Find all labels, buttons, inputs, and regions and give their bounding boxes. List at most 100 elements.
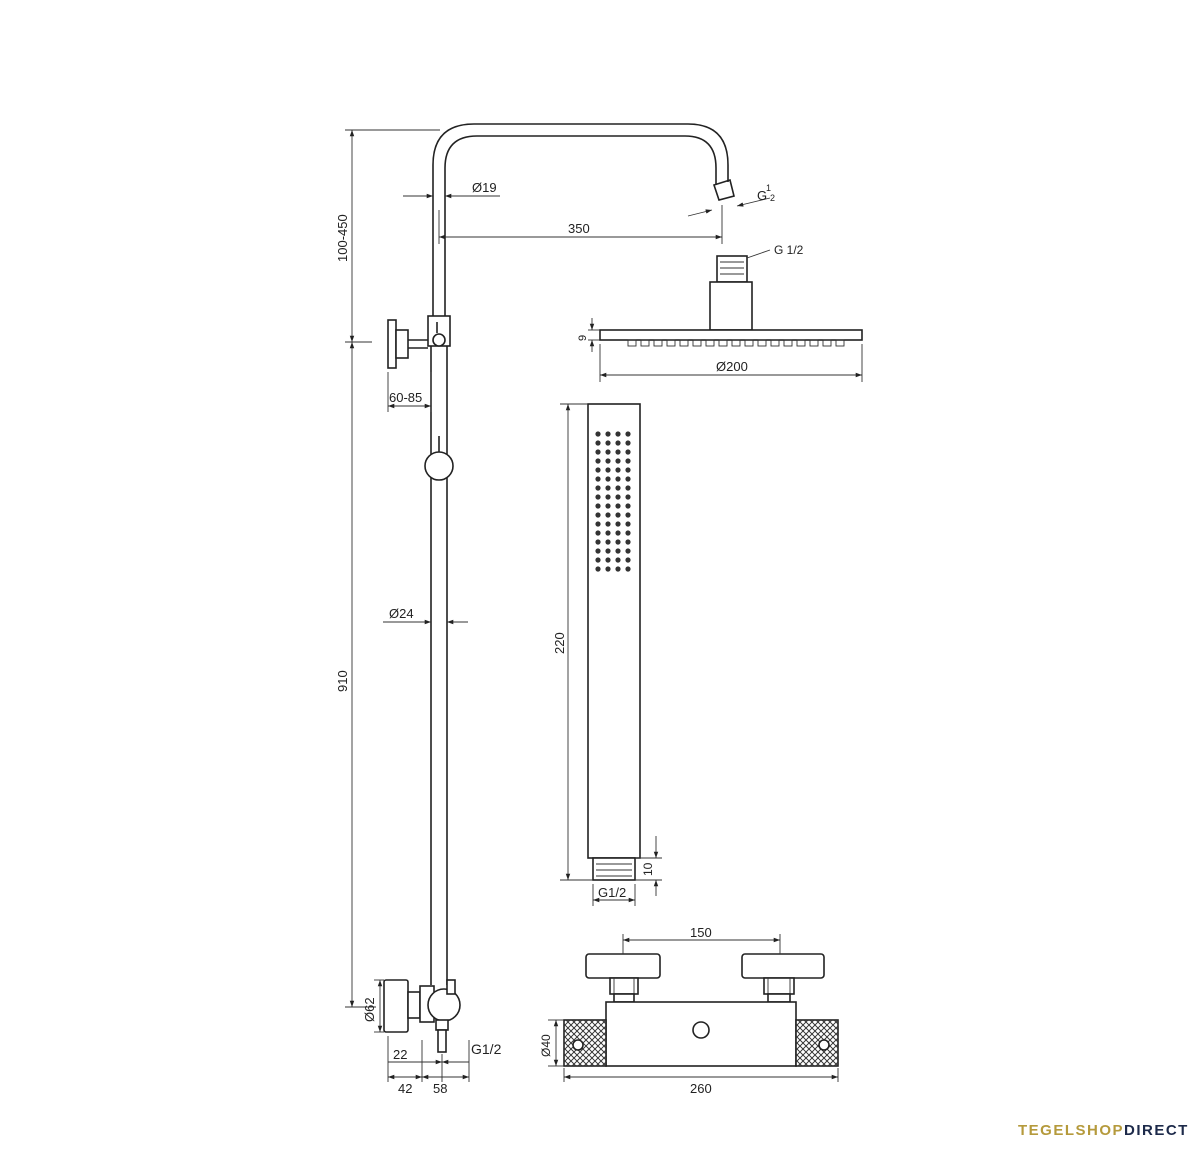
knurl-line (565, 1025, 607, 1067)
label-g12-outlet: G (757, 188, 767, 203)
spray-hole (605, 512, 611, 518)
spray-hole (605, 449, 611, 455)
knurl-line (563, 1047, 583, 1067)
spray-hole (605, 485, 611, 491)
knurl-line (795, 1019, 839, 1063)
spray-hole (615, 521, 621, 527)
knurl-line (577, 1037, 607, 1067)
spray-hole (625, 503, 631, 509)
knurl-line (563, 1019, 601, 1057)
nozzle (744, 339, 754, 347)
knurl-line (795, 1019, 815, 1039)
nozzle (757, 339, 767, 347)
nozzle (640, 339, 650, 347)
dimension-labels: Ø19 G 1 2 350 G 1/2 100-450 9 Ø200 60-85… (335, 180, 804, 1096)
hand-shower (587, 403, 641, 881)
nozzle (718, 339, 728, 347)
label-g12-hand: G1/2 (598, 885, 626, 900)
spray-hole (605, 503, 611, 509)
spray-hole (595, 566, 601, 572)
nozzle (809, 339, 819, 347)
spray-hole (595, 458, 601, 464)
spray-hole (605, 458, 611, 464)
label-d220: 220 (552, 632, 567, 654)
nozzle (770, 339, 780, 347)
knurl-line (577, 1019, 607, 1049)
label-g12-outlet-den: 2 (770, 193, 775, 203)
knurl-line (815, 1019, 839, 1043)
knurl-line (601, 1061, 607, 1067)
knurl-line (589, 1049, 607, 1067)
label-d62: Ø62 (362, 997, 377, 1022)
spray-hole (615, 440, 621, 446)
thermostat-mixer (563, 953, 839, 1067)
spray-hole (595, 476, 601, 482)
spray-hole (605, 521, 611, 527)
knurl-line (595, 1019, 607, 1031)
knurl-line (595, 1055, 607, 1067)
spray-hole (595, 503, 601, 509)
spray-hole (615, 539, 621, 545)
hand-dimensions (560, 403, 662, 906)
nozzle (653, 339, 663, 347)
spray-hole (595, 548, 601, 554)
spray-hole (595, 440, 601, 446)
spray-hole (625, 530, 631, 536)
label-d9: 9 (577, 335, 589, 341)
spray-hole (625, 485, 631, 491)
spray-hole (625, 521, 631, 527)
nozzle (666, 339, 676, 347)
knurl-line (795, 1047, 815, 1067)
knurl-line (827, 1019, 839, 1031)
label-g12-head: G 1/2 (774, 243, 804, 257)
spray-hole (625, 467, 631, 473)
spray-hole (595, 557, 601, 563)
knurl-line (815, 1043, 839, 1067)
spray-hole (605, 431, 611, 437)
nozzle (705, 339, 715, 347)
spray-hole (605, 476, 611, 482)
knurl-line (809, 1037, 839, 1067)
spray-hole (615, 494, 621, 500)
spray-hole (605, 440, 611, 446)
spray-hole (625, 566, 631, 572)
shower-column (383, 123, 735, 1053)
knurl-line (563, 1023, 607, 1067)
spray-hole (625, 440, 631, 446)
nozzle (835, 339, 845, 347)
knurl-line (571, 1031, 607, 1067)
nozzle (822, 339, 832, 347)
brand-part2: DIRECT (1124, 1122, 1189, 1139)
knurl-line (565, 1019, 607, 1061)
spray-hole (595, 521, 601, 527)
knurl-line (833, 1019, 839, 1025)
knurl-line (589, 1019, 607, 1037)
knurl-line (601, 1019, 607, 1025)
spray-hole (625, 458, 631, 464)
spray-hole (625, 476, 631, 482)
nozzle (796, 339, 806, 347)
label-d42: 42 (398, 1081, 412, 1096)
label-d350: 350 (568, 221, 590, 236)
label-d60-85: 60-85 (389, 390, 422, 405)
spray-hole (595, 530, 601, 536)
knurl-line (563, 1019, 607, 1063)
knurl-line (795, 1023, 839, 1067)
brand-logo: TEGELSHOPDIRECT (1018, 1122, 1189, 1139)
spray-hole (595, 467, 601, 473)
spray-hole (605, 530, 611, 536)
spray-hole (615, 449, 621, 455)
brand-part1: TEGELSHOP (1018, 1122, 1125, 1139)
knurl-line (795, 1019, 833, 1057)
spray-hole (595, 485, 601, 491)
label-d200: Ø200 (716, 359, 748, 374)
spray-hole (615, 485, 621, 491)
spray-hole (625, 431, 631, 437)
label-d22: 22 (393, 1047, 407, 1062)
spray-hole (625, 548, 631, 554)
spray-hole (615, 530, 621, 536)
spray-hole (605, 557, 611, 563)
spray-hole (625, 539, 631, 545)
spray-hole (595, 449, 601, 455)
